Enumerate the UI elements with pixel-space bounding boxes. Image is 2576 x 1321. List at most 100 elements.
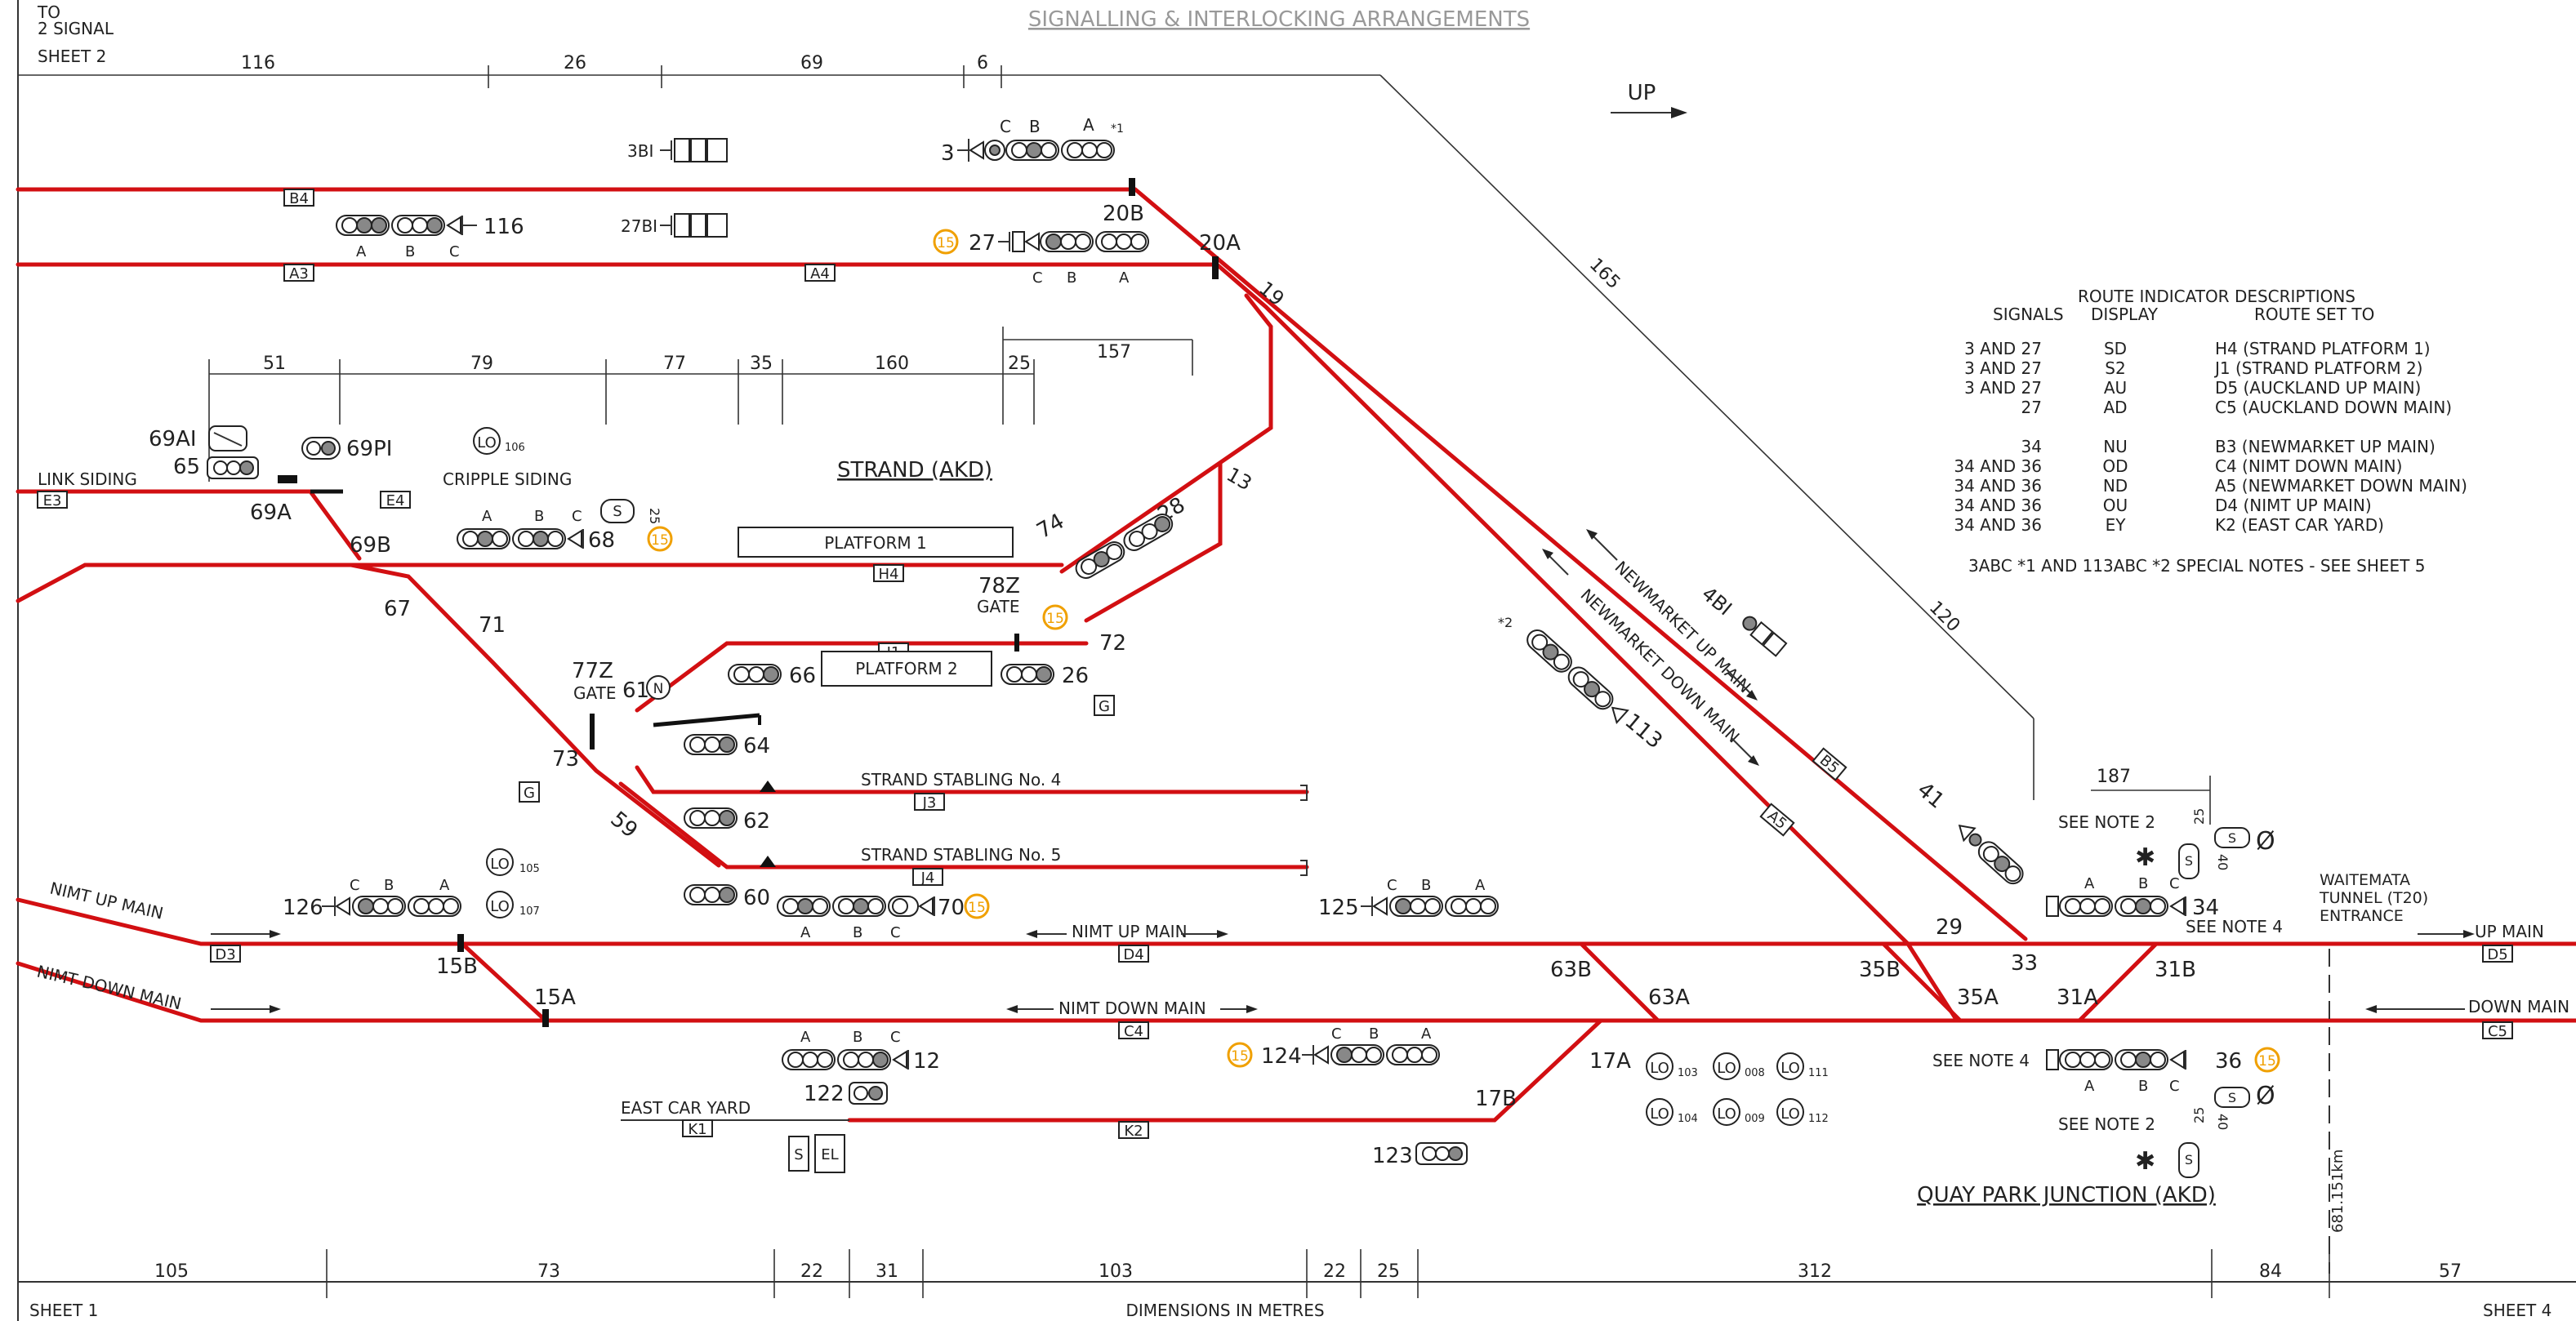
shunt-s-el: S EL [788,1134,845,1173]
signal-3bi: 3BI [627,138,728,162]
point-69b: 69B [350,533,391,558]
signal-123: 123 [1372,1142,1468,1168]
svg-text:S: S [2228,1090,2236,1105]
svg-text:B: B [2138,1078,2148,1095]
svg-text:25: 25 [2191,1107,2207,1123]
svg-text:A: A [439,877,450,894]
svg-text:B: B [853,924,862,941]
svg-text:*2: *2 [1498,615,1513,630]
track-nimt-down-main [16,961,2576,1023]
svg-text:15: 15 [1231,1048,1249,1065]
svg-text:122: 122 [804,1082,845,1106]
track-k2-east-car-yard [847,1018,1603,1123]
svg-text:107: 107 [519,905,540,918]
svg-text:A4: A4 [810,265,830,282]
svg-text:D4: D4 [1123,946,1143,963]
svg-text:C: C [572,508,582,525]
svg-text:64: 64 [743,734,770,758]
svg-text:60: 60 [743,886,770,910]
svg-text:112: 112 [1808,1113,1829,1125]
svg-text:N: N [653,681,664,697]
svg-text:15: 15 [2258,1053,2276,1070]
svg-text:25: 25 [1377,1261,1400,1282]
svg-text:124: 124 [1261,1044,1302,1069]
svg-text:12: 12 [913,1049,940,1074]
svg-text:S: S [613,503,622,520]
signal-116: 116 A B C [336,215,524,260]
svg-text:40: 40 [2215,1114,2231,1130]
svg-text:LO: LO [1717,1105,1736,1123]
svg-text:A5 (NEWMARKET DOWN MAIN): A5 (NEWMARKET DOWN MAIN) [2215,476,2467,496]
svg-text:69PI: 69PI [346,437,392,461]
dim-top-26: 26 [564,53,586,73]
svg-text:27BI: 27BI [621,216,657,236]
point-20b: 20B [1103,202,1144,226]
svg-text:77: 77 [663,354,686,374]
point-19: 19 [1255,277,1288,310]
signal-3: 3 C B A *1 [941,115,1124,166]
svg-text:C5: C5 [2488,1023,2507,1040]
svg-text:111: 111 [1808,1067,1829,1079]
svg-text:27: 27 [2021,398,2042,417]
point-15a: 15A [534,985,576,1010]
km-post: 681.151km [2329,1150,2346,1233]
svg-text:LO: LO [477,434,497,451]
point-15b: 15B [436,954,478,979]
station-name: STRAND (AKD) [837,458,992,483]
dim-diag-165: 165 [1585,255,1624,293]
point-31a: 31A [2057,985,2098,1010]
svg-text:C: C [890,924,901,941]
svg-text:B: B [405,243,415,260]
track-67-59 [349,563,721,868]
track-h4-platform1 [16,563,1064,603]
signal-66: 66 [728,664,816,688]
svg-text:A: A [800,1029,811,1046]
svg-text:B: B [534,508,544,525]
route-indicator-table: ROUTE INDICATOR DESCRIPTIONS SIGNALS DIS… [1954,287,2467,576]
signal-26: 26 G [1001,664,1115,716]
svg-text:AD: AD [2103,398,2127,417]
svg-text:C4 (NIMT DOWN MAIN): C4 (NIMT DOWN MAIN) [2215,456,2402,476]
svg-text:SEE NOTE 2: SEE NOTE 2 [2058,812,2155,832]
junction-name: QUAY PARK JUNCTION (AKD) [1917,1183,2216,1208]
track-j4-stabling5 [618,781,1309,870]
link-siding-label: LINK SIDING [38,469,137,489]
track-crossover-31 [2077,941,2159,1023]
svg-text:3: 3 [941,141,955,166]
svg-text:103: 103 [1099,1261,1133,1282]
sheet-ref-bottom-left: SHEET 1 [29,1301,98,1320]
svg-text:GATE: GATE [573,683,616,703]
signal-67: 67 [384,597,411,621]
track-nimt-up-main [16,897,2576,946]
signal-59: 59 [606,807,643,843]
svg-text:3BI: 3BI [627,141,653,161]
svg-text:H4: H4 [879,566,899,583]
point-35a: 35A [1957,985,1999,1010]
svg-text:34 AND 36: 34 AND 36 [1954,515,2042,535]
svg-text:65: 65 [173,455,200,479]
svg-text:15: 15 [1046,611,1064,627]
svg-text:E4: E4 [386,492,405,509]
svg-text:B: B [1067,269,1076,287]
svg-text:15: 15 [651,532,669,549]
null-marker: Ø [2256,827,2275,856]
signal-41: 41 [1913,777,2024,885]
svg-text:34 AND 36: 34 AND 36 [1954,456,2042,476]
svg-text:B: B [1369,1025,1379,1043]
track-e3-link-siding [16,489,362,561]
point-17b: 17B [1475,1087,1517,1111]
route-header-display: DISPLAY [2091,305,2159,324]
dim-top-6: 6 [977,53,988,73]
bottom-dimension-line: 105 73 22 31 103 22 25 312 84 57 [18,1249,2576,1298]
svg-text:S: S [2185,1152,2193,1168]
svg-text:160: 160 [875,354,909,374]
point-69a: 69A [250,500,292,525]
svg-text:34 AND 36: 34 AND 36 [1954,496,2042,515]
platform1-label: PLATFORM 1 [824,533,927,553]
svg-text:3 AND 27: 3 AND 27 [1964,378,2042,398]
see-notes: SEE NOTE 2 SEE NOTE 4 SEE NOTE 4 SEE NOT… [1932,808,2283,1178]
svg-text:008: 008 [1745,1067,1765,1079]
svg-text:62: 62 [743,809,770,834]
